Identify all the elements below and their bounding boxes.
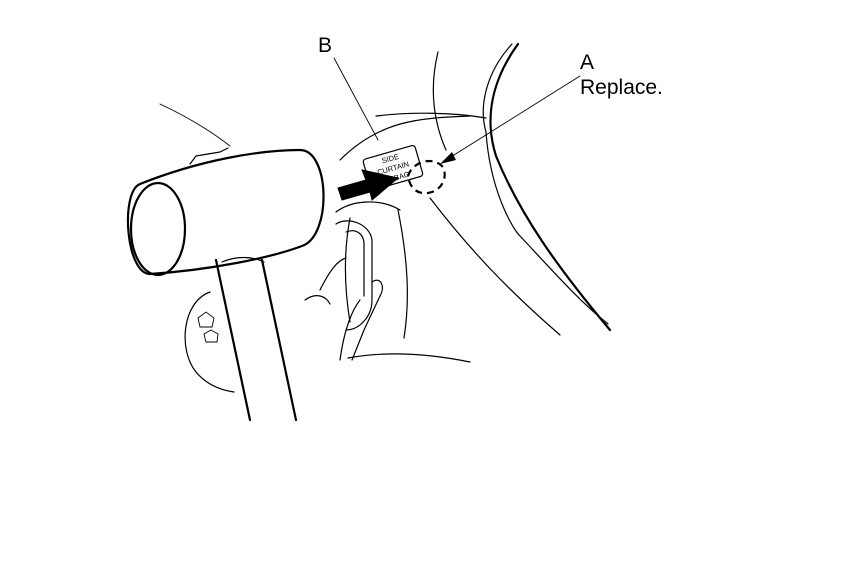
- roof-edge: [159, 103, 231, 147]
- callout-b-letter: B: [318, 34, 332, 57]
- pillar-trim: [335, 42, 612, 363]
- callout-a-letter: A: [580, 51, 594, 74]
- seat-knob: [184, 291, 235, 393]
- seat-bracket: [304, 220, 384, 361]
- callout-a-note: Replace.: [580, 76, 663, 99]
- push-arrow: [337, 169, 400, 201]
- clip-a: [406, 159, 446, 195]
- mallet: [126, 147, 325, 422]
- leader-b: [333, 57, 379, 141]
- leader-a: [445, 75, 581, 161]
- leader-a-arrowhead: [440, 152, 456, 164]
